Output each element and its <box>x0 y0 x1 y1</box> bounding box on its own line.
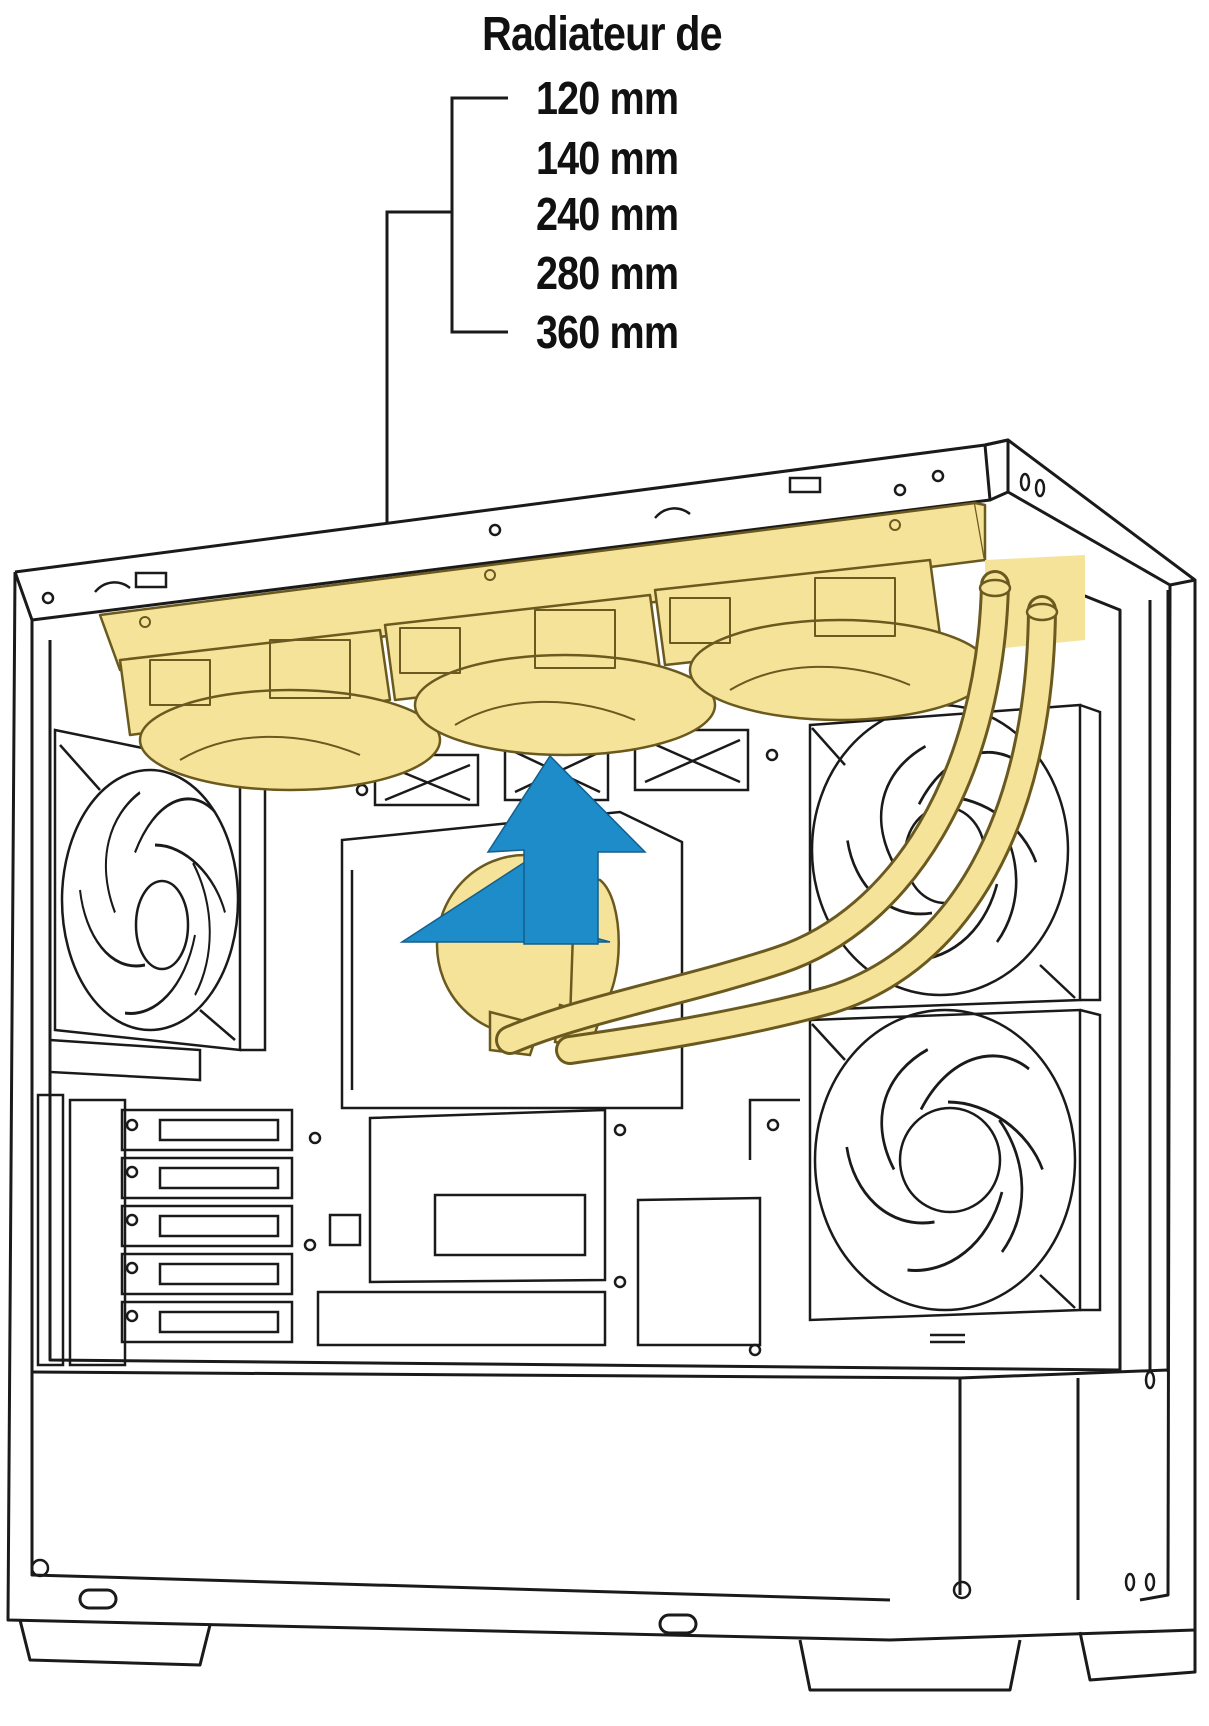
pcie-slots <box>36 1038 294 1367</box>
radiator <box>98 501 1085 792</box>
front-fan-bottom <box>808 1008 1102 1344</box>
size-280: 280 mm <box>536 247 679 299</box>
radiator-title: Radiateur de <box>482 8 723 61</box>
size-120: 120 mm <box>536 72 679 124</box>
size-240: 240 mm <box>536 188 679 240</box>
motherboard-tray <box>303 728 800 1357</box>
up-arrow-icon <box>399 754 647 945</box>
top-panel-details <box>30 469 1156 1600</box>
label-bracket <box>385 96 508 598</box>
size-140: 140 mm <box>536 132 679 184</box>
coolant-tubes <box>495 570 1059 1065</box>
size-360: 360 mm <box>536 306 679 358</box>
